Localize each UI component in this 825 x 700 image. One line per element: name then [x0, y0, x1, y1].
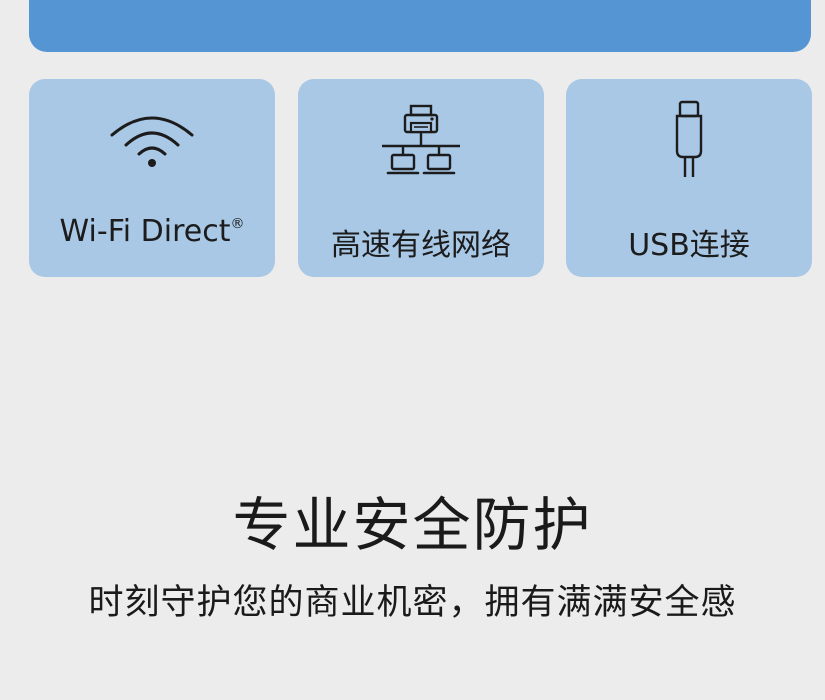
section-subline: 时刻守护您的商业机密，拥有满满安全感: [88, 583, 737, 623]
card-label-usb: USB连接: [628, 228, 750, 263]
wired-network-icon: [380, 103, 462, 181]
card-wifi-direct: Wi-Fi Direct®: [29, 79, 275, 277]
section-headline: 专业安全防护: [232, 491, 593, 559]
usb-connector-icon: [671, 99, 707, 183]
card-usb: USB连接: [566, 79, 812, 277]
card-label-wifi-direct: Wi-Fi Direct®: [59, 214, 245, 249]
card-label-wired-network: 高速有线网络: [331, 228, 511, 263]
wifi-icon: [104, 107, 200, 173]
top-banner: [29, 0, 811, 52]
card-wired-network: 高速有线网络: [298, 79, 544, 277]
registered-mark: ®: [230, 216, 245, 232]
